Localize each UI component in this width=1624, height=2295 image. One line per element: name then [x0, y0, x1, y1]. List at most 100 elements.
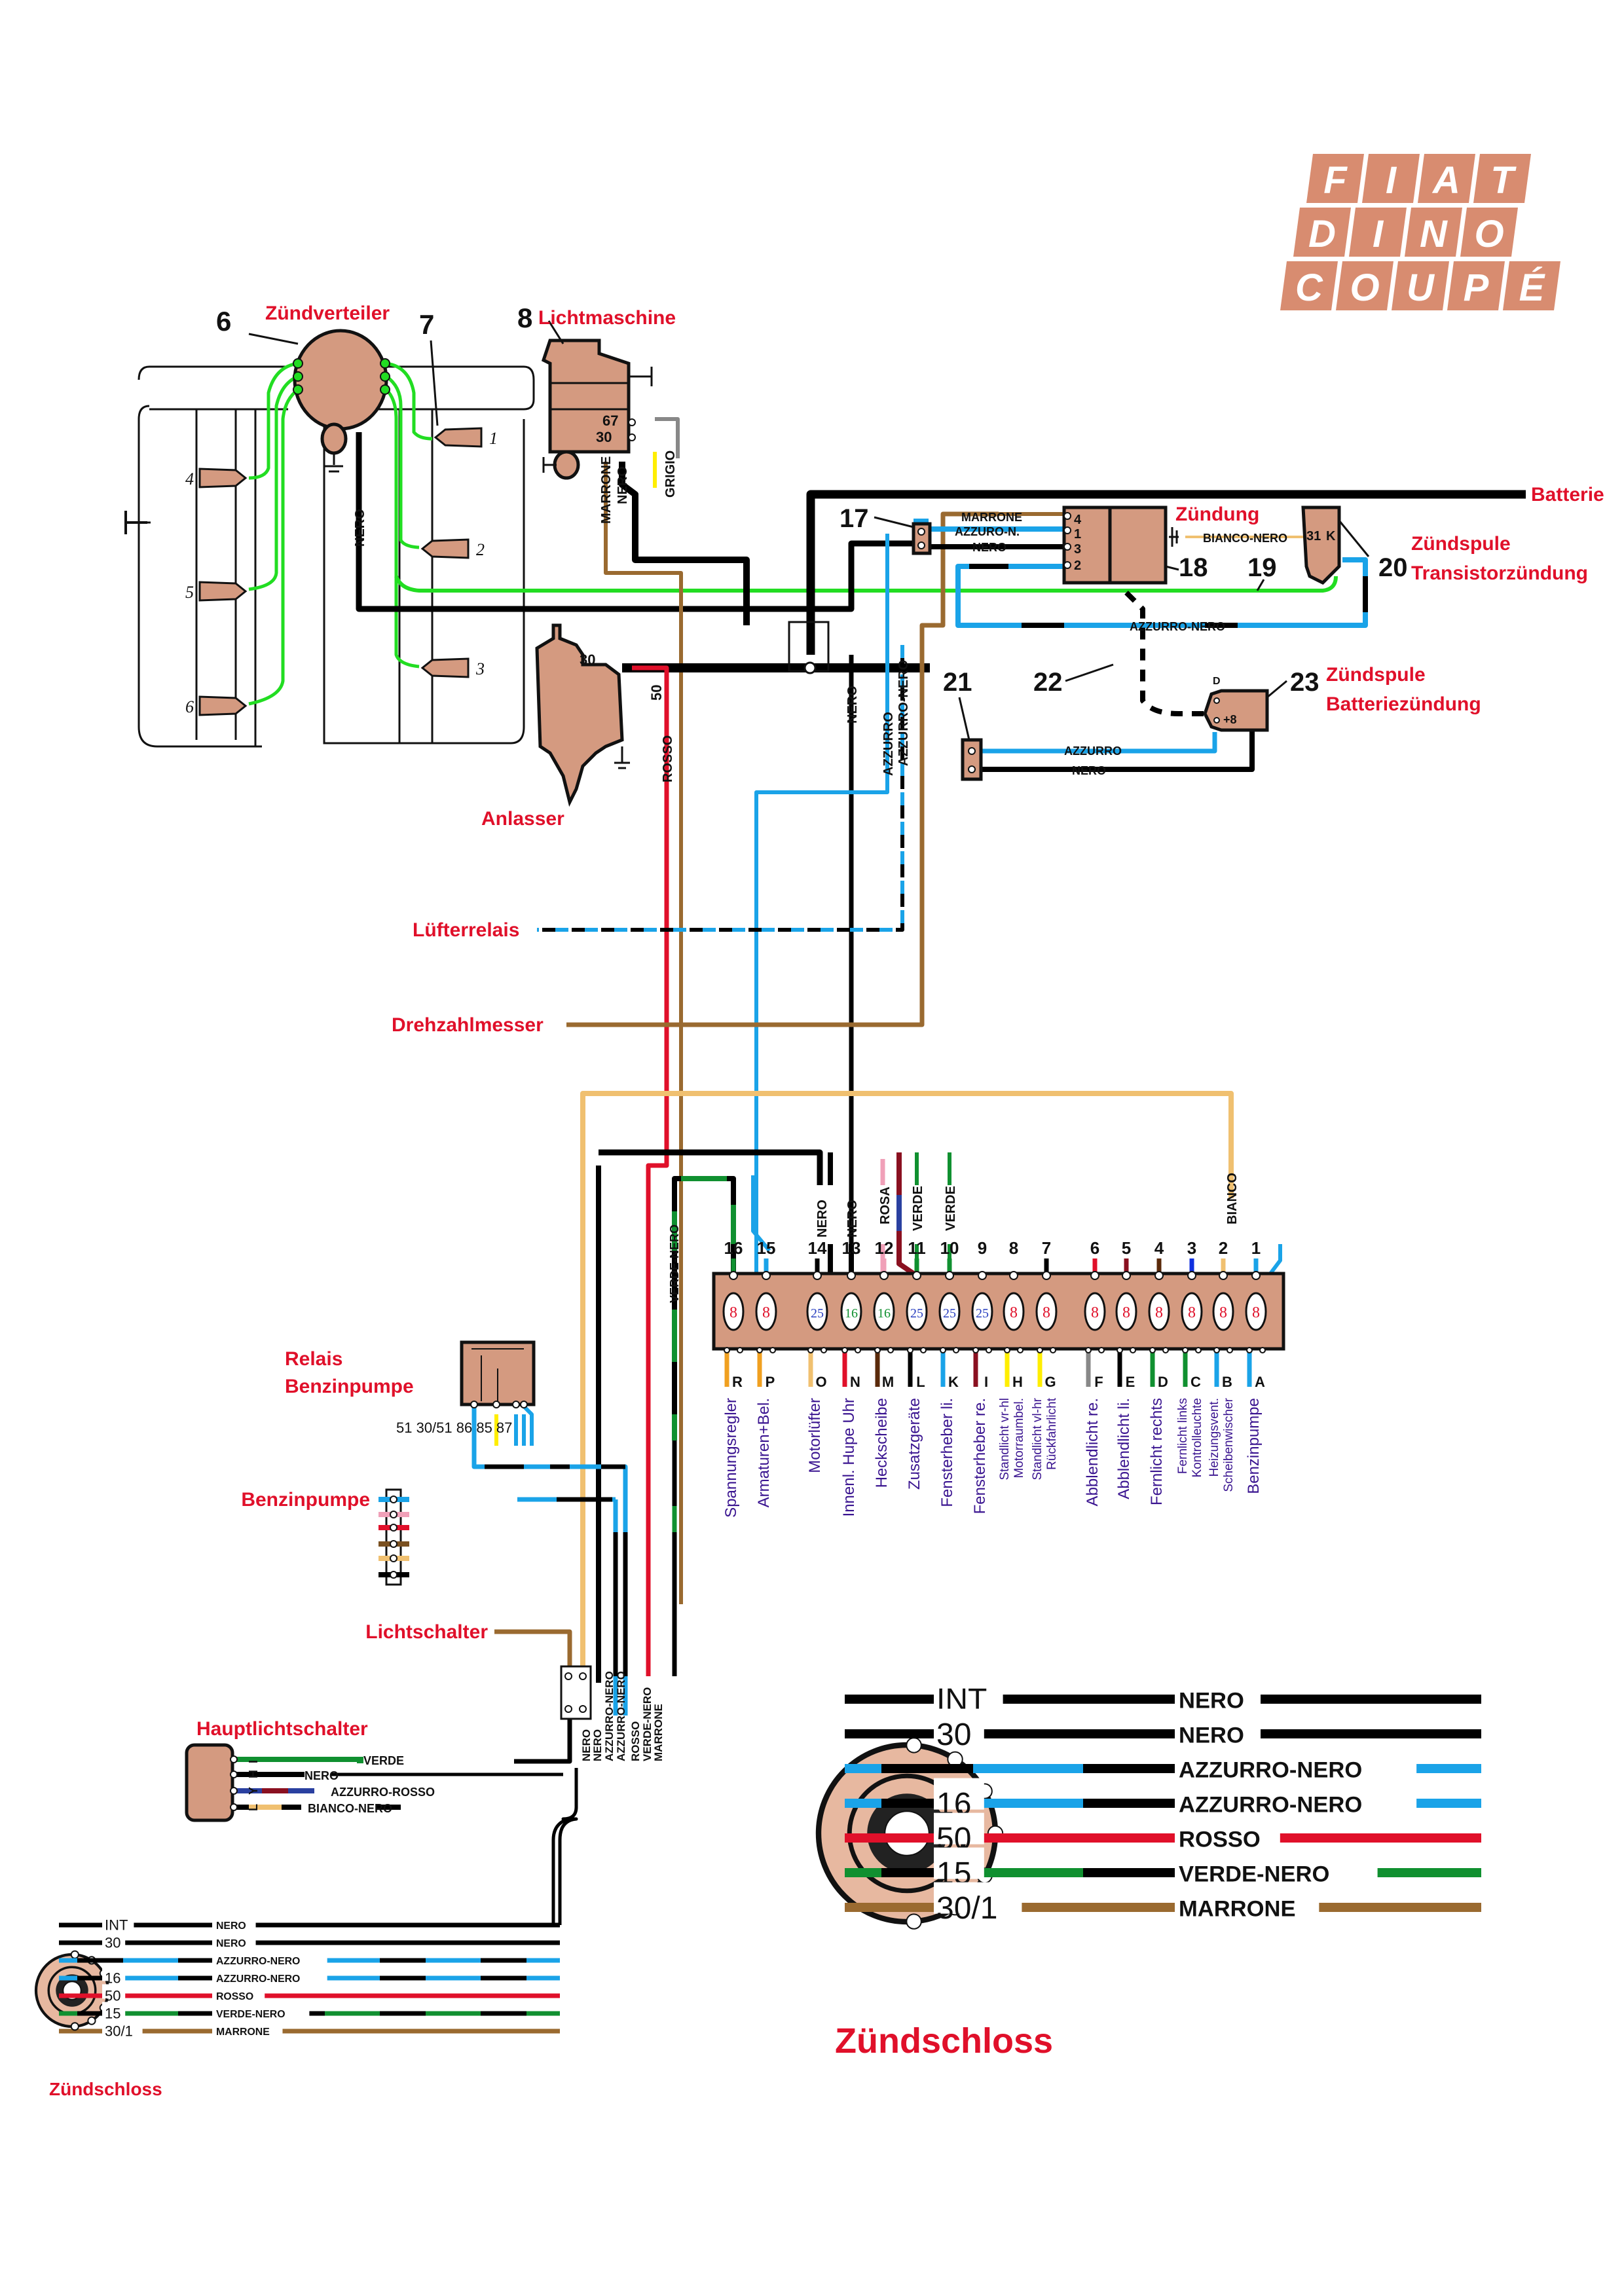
ht-lead-coil — [394, 575, 1338, 593]
wire-label-marrone: MARRONE — [599, 456, 614, 524]
fuse-terminal — [813, 1271, 822, 1280]
label-zuendschloss-large: Zündschloss — [835, 2021, 1053, 2061]
fuse-bottom-terminal — [986, 1347, 992, 1353]
fuse-rating: 8 — [1091, 1304, 1099, 1321]
lock-wire-label: ROSSO — [216, 1991, 253, 2002]
fuse-bottom-terminal — [1259, 1347, 1266, 1353]
fuse-bottom-terminal — [1195, 1347, 1202, 1353]
fuse-letter: K — [948, 1374, 959, 1390]
fuse-circuit-label: Benzinpumpe — [1245, 1398, 1263, 1494]
fuse-bottom-terminal — [1182, 1347, 1189, 1353]
logo-letter: I — [1373, 213, 1384, 255]
label-gap — [934, 1778, 984, 1810]
coil-20-terminal-k: K — [1326, 529, 1336, 543]
connector-17-pin — [917, 542, 925, 549]
logo-cell — [1293, 208, 1351, 257]
fuse-circuit-label: Fernlicht links — [1176, 1398, 1190, 1474]
fuse-circuit-label: Scheibenwischer — [1222, 1397, 1236, 1492]
fuse-circuit-label: Zusatzgeräte — [906, 1398, 923, 1490]
distributor — [248, 329, 390, 473]
fuse — [1245, 1292, 1267, 1331]
starter-terminal-50: 50 — [648, 685, 665, 701]
lock-wire-label: AZZURRO-NERO — [1179, 1757, 1362, 1782]
spark-plug — [420, 538, 470, 559]
fuse-circuit-label: Standlicht vr-hl — [998, 1398, 1012, 1480]
label-zuendspule: Zündspule — [1411, 533, 1511, 555]
fuse — [1003, 1292, 1025, 1331]
starter-terminal-30: 30 — [580, 652, 595, 668]
engine-block-outline — [138, 365, 535, 748]
label-lichtschalter: Lichtschalter — [365, 1621, 488, 1643]
fuse-letter: H — [1012, 1374, 1023, 1390]
light-switch-connector — [560, 1665, 592, 1720]
fuse-number: 5 — [1122, 1238, 1131, 1258]
main-light-switch — [185, 1743, 238, 1822]
fuse-letter: A — [1255, 1374, 1265, 1390]
fuse-terminal — [762, 1271, 771, 1280]
wire-label-azzurro: AZZURRO — [881, 712, 896, 776]
fuse-terminal — [1090, 1271, 1099, 1280]
label-gap — [212, 1968, 327, 1982]
fuse-bottom-terminal — [874, 1347, 881, 1353]
fuse-bottom-terminal — [953, 1347, 959, 1353]
fuse-circuit-label: Abblendlicht li. — [1115, 1398, 1133, 1499]
lock-terminal: 30/1 — [936, 1891, 997, 1926]
lock-terminal: INT — [105, 1917, 128, 1934]
component-number-7: 7 — [419, 309, 434, 340]
wire-label-azzurro: AZZURRO — [1064, 744, 1122, 758]
alternator-terminal-30: 30 — [596, 429, 612, 445]
ignition-coil-transistor-20 — [1301, 505, 1370, 585]
wire-label-bianco-nero: BIANCO-NERO — [1203, 532, 1287, 545]
fuse-circuit-label: Fensterheber re. — [971, 1398, 989, 1514]
spark-plug-number: 4 — [185, 469, 194, 488]
fuse-bottom-terminal — [1149, 1347, 1156, 1353]
wire-label-azzurro-rosso: AZZURRO-ROSSO — [331, 1786, 435, 1799]
component-number-21: 21 — [943, 668, 972, 697]
module-18-terminal-4: 4 — [1074, 513, 1082, 527]
fuse-letter: P — [766, 1374, 775, 1390]
fuse-bottom-terminal — [807, 1347, 814, 1353]
fuse-circuit-label: Fernlicht rechts — [1148, 1398, 1166, 1505]
lock-terminal: 50 — [105, 1988, 120, 2004]
fuse-number: 16 — [724, 1238, 743, 1258]
wire-label-bianco: BIANCO — [1225, 1173, 1240, 1224]
fuse-rating: 8 — [729, 1304, 737, 1321]
lock-wire-label: AZZURRO-NERO — [216, 1974, 300, 1985]
wire-label-nero: NERO — [972, 541, 1006, 554]
verde-marker — [357, 1757, 363, 1763]
fuse-rating: 8 — [1155, 1304, 1163, 1321]
fuse-number: 10 — [940, 1238, 959, 1258]
label-batterie: Batterie — [1531, 484, 1604, 505]
logo-cell — [1473, 154, 1531, 203]
wire-label-nero: NERO — [845, 686, 860, 724]
fuse-bottom-terminal — [821, 1347, 827, 1353]
component-number-17: 17 — [840, 504, 869, 533]
fuse-circuit-label: Abblendlicht re. — [1084, 1398, 1101, 1506]
fuse-letter: M — [882, 1374, 894, 1390]
fuse — [1181, 1292, 1203, 1331]
fuel-pump-connector — [378, 1488, 409, 1586]
fuse-rating: 8 — [1219, 1304, 1227, 1321]
component-number-19: 19 — [1247, 553, 1277, 582]
fuse-terminal — [945, 1271, 954, 1280]
label-drehzahlmesser: Drehzahlmesser — [392, 1014, 544, 1036]
bundle-wire-label: MARRONE — [652, 1704, 665, 1761]
logo-letter: O — [1350, 266, 1379, 309]
wire-label-nero: NERO — [304, 1769, 339, 1782]
wire-label-verde: VERDE — [944, 1186, 958, 1231]
label-gap — [934, 1708, 984, 1740]
fuse-rating: 25 — [943, 1306, 956, 1321]
fuse-letter: I — [984, 1374, 988, 1390]
fuse-rating: 8 — [1122, 1304, 1130, 1321]
ht-lead — [386, 361, 433, 441]
fuse — [755, 1292, 777, 1331]
label-zuendspule: Zündspule — [1326, 664, 1426, 686]
fuse-number: 7 — [1042, 1238, 1051, 1258]
fuse-bottom-terminal — [887, 1347, 894, 1353]
fuse-number: 2 — [1219, 1238, 1228, 1258]
fuse-letter: D — [1158, 1374, 1168, 1390]
logo-letter: A — [1431, 159, 1460, 202]
lock-terminal-pin — [70, 2022, 79, 2031]
fuse-bottom-terminal — [1246, 1347, 1253, 1353]
spark-plug-number: 2 — [476, 540, 485, 559]
